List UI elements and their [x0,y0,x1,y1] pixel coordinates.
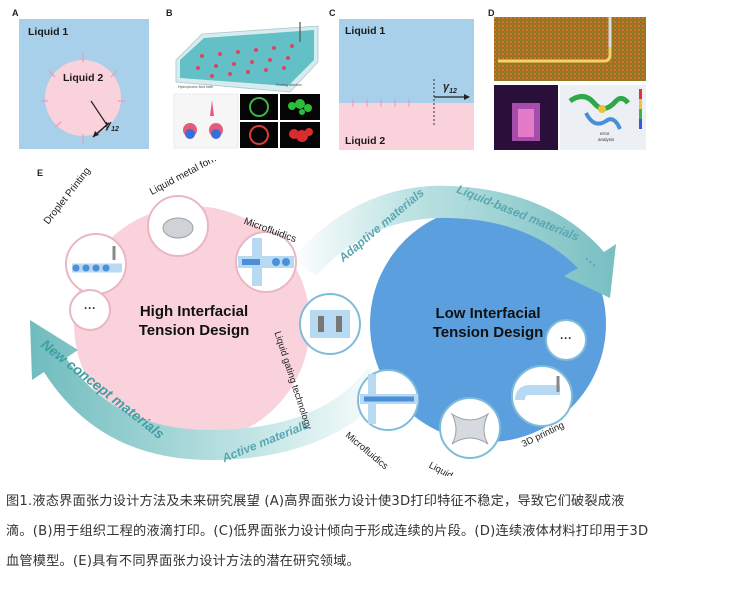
printed-filament [498,47,612,63]
low-tension-title: Low Interfacial Tension Design [408,304,568,342]
more-high-circle [69,289,111,331]
liquid1-label: Liquid 1 [28,26,69,38]
gamma-symbol: γ [443,81,450,93]
panel-d: error analysis [494,17,646,150]
surface-tension-arrows [41,53,125,143]
caption-line-1: 图1.液态界面张力设计方法及未来研究展望 (A)高界面张力设计使3D打印特征不稳… [6,494,625,509]
liquid2-region [339,103,474,150]
more-low-dots: ··· [560,331,572,345]
bath-label: Hydrophobic fluid bath [178,85,213,89]
low-title-line1: Low Interfacial [435,305,541,322]
error-label-2: analysis [598,137,615,142]
panel-b-letter: B [166,8,173,18]
panel-d-letter: D [488,8,495,18]
gamma12-label: γ12 [105,119,119,133]
more-low-circle [545,319,587,361]
panel-a-diagram [41,53,125,143]
panel-e: High Interfacial Tension Design Low Inte… [30,160,730,476]
liquid2-label: Liquid 2 [345,135,386,147]
more-high-dots: ··· [84,301,96,315]
panel-a-letter: A [12,8,19,18]
panel-d-diagram: error analysis [494,17,646,150]
panel-c-diagram [339,19,474,150]
direction-label: Printing direction [276,83,302,87]
droplet-photo [173,93,239,149]
panel-b: Hydrophobic fluid bath Printing directio… [172,16,322,150]
interface-arrows [352,99,410,107]
panel-c: Liquid 1 Liquid 2 γ12 [339,19,474,150]
high-tension-title: High Interfacial Tension Design [114,302,274,340]
panel-e-letter: E [37,168,44,178]
droplet-grid [196,44,294,78]
panel-a: Liquid 1 Liquid 2 γ12 [19,19,149,149]
gamma-symbol: γ [105,119,112,131]
caption-line-3: 血管模型。(E)具有不同界面张力设计方法的潜在研究领域。 [6,554,360,569]
bottom-arc-arrow [30,320,392,460]
figure-caption: 图1.液态界面张力设计方法及未来研究展望 (A)高界面张力设计使3D打印特征不稳… [6,487,744,577]
high-title-line2: Tension Design [138,322,250,339]
error-label-1: error [600,131,610,136]
panel-c-letter: C [329,8,336,18]
liquid2-label: Liquid 2 [63,72,104,84]
panel-b-diagram: Hydrophobic fluid bath Printing directio… [173,22,320,149]
gamma12-label: γ12 [443,81,457,95]
gamma-subscript: 12 [111,126,119,134]
liquid1-region [339,19,474,103]
liquid1-label: Liquid 1 [345,25,386,37]
panel-e-diagram [30,185,616,460]
gamma-subscript: 12 [449,88,457,96]
caption-line-2: 滴。(B)用于组织工程的液滴打印。(C)低界面张力设计倾向于形成连续的片段。(D… [6,524,649,539]
granular-bath-photo [494,17,646,81]
high-title-line1: High Interfacial [139,303,249,320]
top-arc-arrow [292,185,616,298]
bath-fluid [180,30,314,86]
radius-line [90,100,108,126]
low-title-line2: Tension Design [432,324,544,341]
